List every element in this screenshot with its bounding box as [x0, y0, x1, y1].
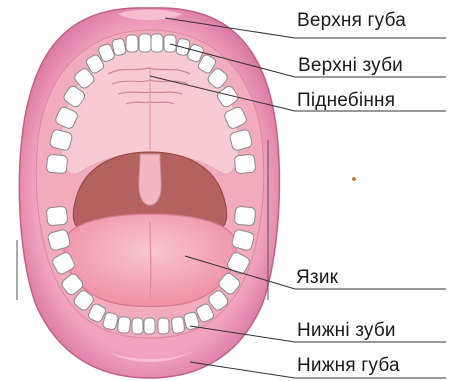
label-lower-teeth: Нижні зуби: [297, 321, 396, 340]
label-upper-teeth: Верхні зуби: [298, 56, 403, 75]
label-lower-lip: Нижня губа: [297, 356, 400, 375]
uvula: [139, 154, 162, 205]
label-palate: Піднебіння: [297, 91, 395, 110]
leader-lower-lip: [190, 362, 295, 378]
label-tongue: Язик: [296, 268, 338, 287]
label-upper-lip: Верхня губа: [297, 11, 406, 30]
speck-dot: [352, 177, 356, 181]
